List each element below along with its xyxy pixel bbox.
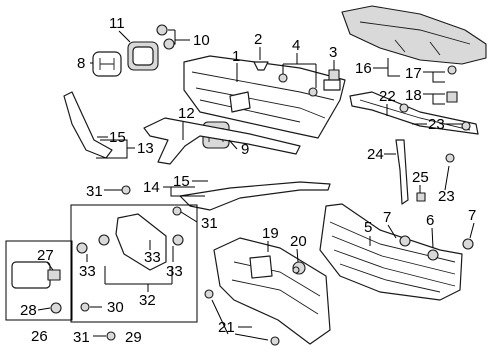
callout-22: 22 [379,88,396,105]
box-26 [5,240,73,321]
side-molding-part [63,91,113,159]
callout-15-b: 15 [173,173,190,190]
grille-part [183,55,346,139]
clip-parts [156,24,175,50]
callout-33-c: 33 [144,249,161,266]
callout-27: 27 [37,247,54,264]
callout-5: 5 [364,219,372,236]
callout-9: 9 [241,141,249,158]
callout-18: 18 [405,87,422,104]
callout-6: 6 [426,212,434,229]
sensor-bracket-part [76,213,184,271]
callout-32: 32 [139,292,156,309]
callout-15-a: 15 [109,129,126,146]
callout-33-b: 33 [166,263,183,280]
callout-33-a: 33 [79,263,96,280]
callout-20: 20 [290,233,307,250]
fastener-parts-right [292,65,474,274]
box-29 [70,204,198,323]
callout-14: 14 [143,179,160,196]
callout-7-a: 7 [383,209,391,226]
callout-3: 3 [329,44,337,61]
callout-21: 21 [218,319,235,336]
callout-24: 24 [367,146,384,163]
callout-31-a: 31 [86,183,103,200]
callout-13: 13 [137,140,154,157]
emblem-front-part [92,51,122,77]
callout-10: 10 [193,32,210,49]
callout-31-c: 31 [73,329,90,346]
callout-31-b: 31 [201,215,218,232]
callout-30: 30 [107,299,124,316]
callout-19: 19 [262,225,279,242]
lower-molding-part [179,181,331,211]
callout-29: 29 [125,329,142,346]
callout-23-a: 23 [428,116,445,133]
callout-8: 8 [77,55,85,72]
callout-12: 12 [178,105,195,122]
emblem-base-part [127,41,159,71]
bolt-parts [253,61,341,97]
callout-16: 16 [355,60,372,77]
callout-2: 2 [254,31,262,48]
callout-17: 17 [405,65,422,82]
fastener-parts-left [80,185,280,346]
callout-23-b: 23 [438,188,455,205]
callout-11: 11 [109,15,125,32]
upper-cover-part [341,5,487,65]
callout-4: 4 [292,37,300,54]
callout-7-b: 7 [468,207,476,224]
leader-lines [37,29,475,341]
callout-25: 25 [412,169,429,186]
callout-1: 1 [232,48,240,65]
callout-28: 28 [20,302,37,319]
callout-26: 26 [31,328,48,345]
bracket-part [395,139,409,205]
radar-sensor-part [11,261,62,314]
